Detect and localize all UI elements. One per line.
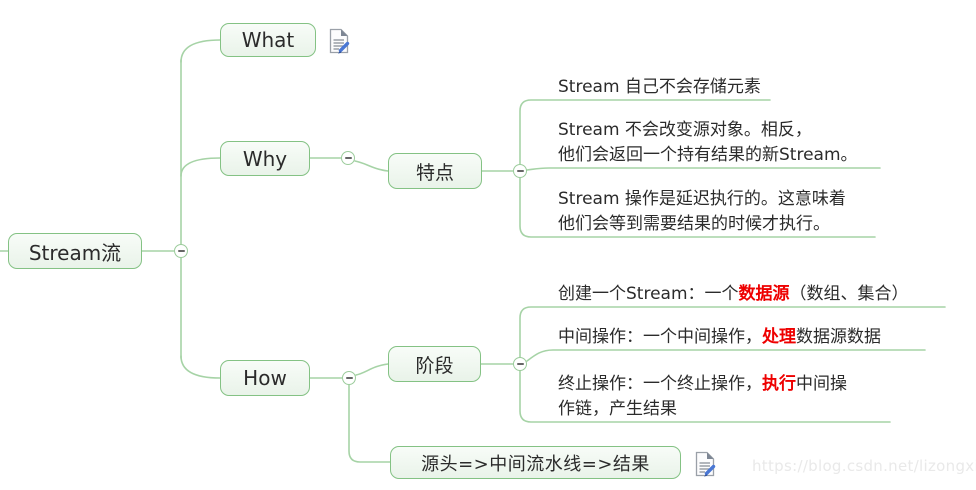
connector-to-what	[180, 39, 221, 63]
leaf-why-lazy[interactable]: Stream 操作是延迟执行的。这意味着他们会等到需要结果的时候才执行。	[540, 187, 846, 237]
leaf-how-terminal[interactable]: 终止操作：一个终止操作，执行中间操作链，产生结果	[540, 372, 847, 422]
connector-to-how	[180, 355, 221, 379]
node-why[interactable]: Why	[220, 141, 310, 176]
node-stream-root[interactable]: Stream流	[8, 233, 142, 269]
leaf-how-intermediate[interactable]: 中间操作：一个中间操作，处理数据源数据	[540, 325, 881, 350]
collapse-button-tedian[interactable]	[513, 164, 527, 178]
collapse-button-root[interactable]	[174, 244, 188, 258]
connector-how-to-pipeline	[348, 384, 391, 463]
leaf-text-line: 终止操作：一个终止操作，执行中间操	[558, 374, 847, 394]
csdn-watermark: https://blog.csdn.net/lizongxiao	[752, 457, 976, 475]
connector-minus-to-tedian	[354, 160, 389, 172]
node-how[interactable]: How	[220, 360, 310, 396]
minus-icon	[345, 377, 353, 379]
leaf-text-line: 他们会返回一个持有结果的新Stream。	[558, 145, 858, 165]
node-what[interactable]: What	[220, 23, 316, 57]
node-tedian[interactable]: 特点	[388, 153, 482, 189]
note-icon[interactable]	[693, 451, 717, 477]
collapse-button-jieduan[interactable]	[513, 357, 527, 371]
minus-icon	[344, 157, 352, 159]
leaf-why-no-mutation[interactable]: Stream 不会改变源对象。相反， 他们会返回一个持有结果的新Stream。	[540, 118, 858, 168]
minus-icon	[177, 250, 185, 252]
leaf-text-line: 中间操作：一个中间操作，处理数据源数据	[558, 327, 881, 347]
collapse-button-how[interactable]	[342, 371, 356, 385]
node-pipeline[interactable]: 源头=>中间流水线=>结果	[390, 446, 681, 479]
leaf-why-no-storage[interactable]: Stream 自己不会存储元素	[540, 75, 761, 100]
leaf-text-line: Stream 操作是延迟执行的。这意味着	[558, 189, 846, 209]
leaf-text-line: 作链，产生结果	[558, 399, 677, 419]
connector-minus-to-jieduan	[355, 363, 389, 376]
note-icon-glyph	[695, 451, 716, 477]
minus-icon	[516, 363, 524, 365]
leaf-text-line: 创建一个Stream：一个数据源（数组、集合）	[558, 284, 909, 304]
node-jieduan[interactable]: 阶段	[388, 346, 481, 382]
leaf-text-line: Stream 不会改变源对象。相反，	[558, 120, 812, 140]
connector-why-leaf-2	[526, 167, 881, 171]
note-icon[interactable]	[327, 28, 351, 54]
note-icon-glyph	[329, 28, 350, 54]
minus-icon	[516, 170, 524, 172]
leaf-text-line: 他们会等到需要结果的时候才执行。	[558, 214, 830, 234]
collapse-button-why[interactable]	[341, 151, 355, 165]
leaf-text-line: Stream 自己不会存储元素	[558, 77, 761, 97]
connector-to-why	[180, 157, 221, 177]
connector-how-leaf-2	[526, 349, 926, 362]
leaf-how-create[interactable]: 创建一个Stream：一个数据源（数组、集合）	[540, 282, 909, 307]
